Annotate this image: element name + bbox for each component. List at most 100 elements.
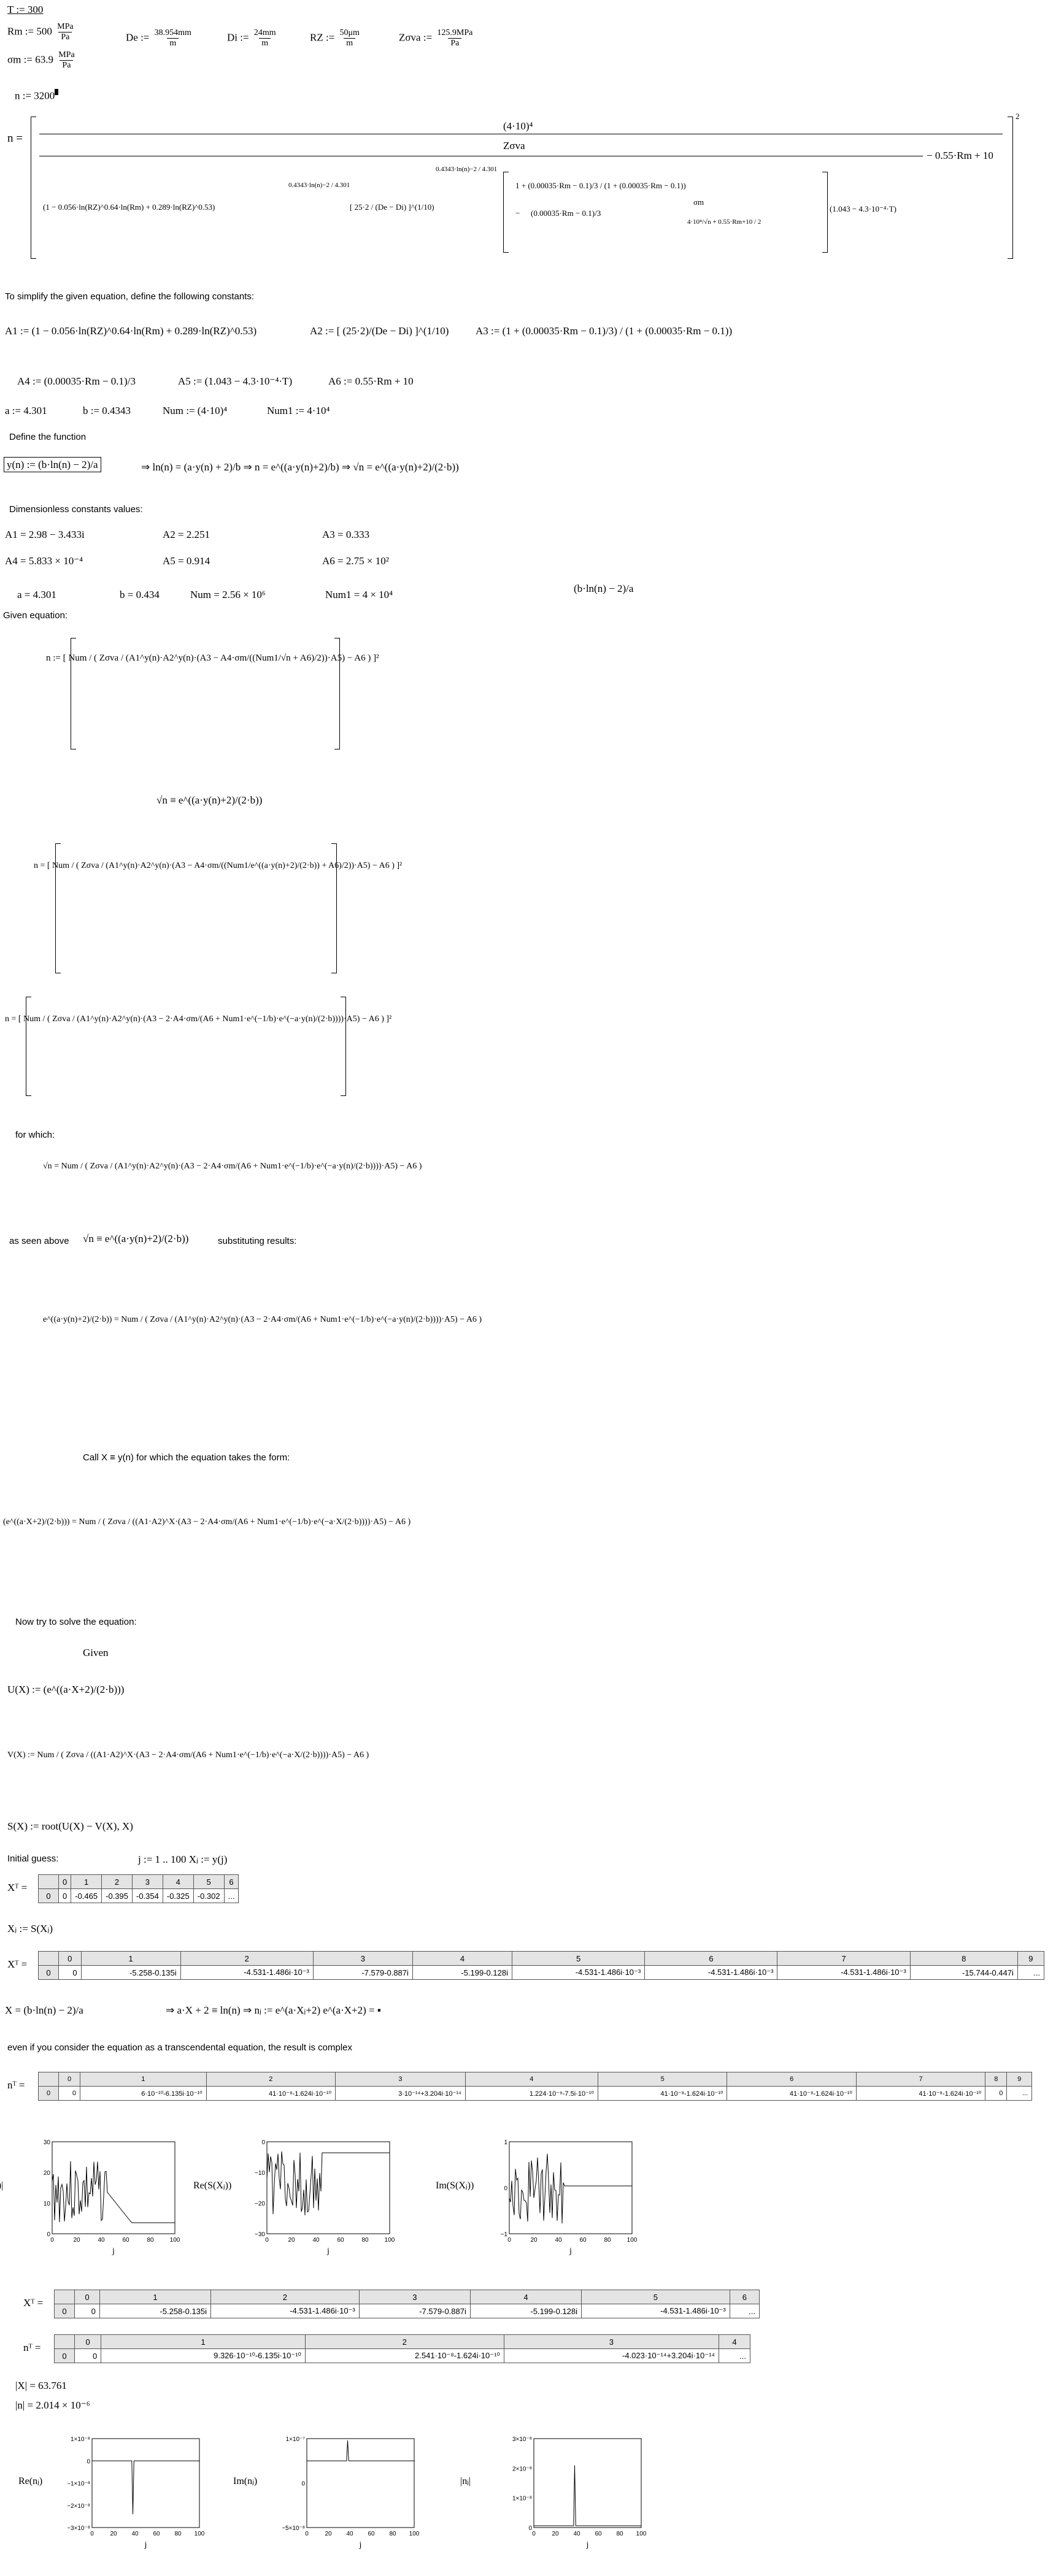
plot-trace xyxy=(266,2151,390,2215)
jrange: j := 1 .. 100 Xⱼ := y(j) xyxy=(138,1853,228,1865)
def-Num: Num := (4·10)⁴ xyxy=(163,405,228,416)
eq1-left-factor: (1 − 0.056·ln(RZ)^0.64·ln(Rm) + 0.289·ln… xyxy=(43,202,215,212)
table-header-cell: 0 xyxy=(58,2072,80,2087)
val-A2: A2 = 2.251 xyxy=(163,529,210,540)
def-U: U(X) := (e^((a·X+2)/(2·b))) xyxy=(7,1684,125,1695)
x-tick-label: 0 xyxy=(507,2237,511,2244)
x-tick-label: 0 xyxy=(305,2531,309,2537)
def-A5: A5 := (1.043 − 4.3·10⁻⁴·T) xyxy=(178,375,293,387)
plot-trace xyxy=(509,2153,632,2224)
table-cell: -4.531-1.486i·10⁻³ xyxy=(180,1965,314,1980)
def-n: n := 3200 xyxy=(15,89,59,102)
table-header-cell: 6 xyxy=(223,1874,239,1889)
def-Num1: Num1 := 4·10⁴ xyxy=(267,405,330,416)
y-tick-label: −30 xyxy=(255,2231,265,2238)
table-header-cell: 6 xyxy=(727,2072,857,2087)
table-cell: -4.023·10⁻¹⁴+3.204i·10⁻¹⁴ xyxy=(503,2348,720,2363)
plot-ylabel: |nⱼ| xyxy=(460,2475,471,2486)
x-axis-label: j xyxy=(112,2247,115,2256)
x-tick-label: 40 xyxy=(573,2531,580,2537)
y-tick-label: 0 xyxy=(87,2458,90,2465)
val-a: a = 4.301 xyxy=(17,589,56,600)
plot-trace xyxy=(307,2440,414,2461)
eq1-sub: − 0.55·Rm + 10 xyxy=(927,150,993,161)
table-cell: 1.224·10⁻⁹-7.5i·10⁻¹⁰ xyxy=(465,2086,598,2101)
table-header-cell: 0 xyxy=(58,1951,82,1966)
val-A3: A3 = 0.333 xyxy=(322,529,370,540)
eq1-minus: − xyxy=(515,209,520,218)
row-index-cell: 0 xyxy=(54,2348,75,2363)
x-tick-label: 80 xyxy=(174,2531,182,2537)
eq1-sig-den: 4·10⁴/√n + 0.55·Rm+10 / 2 xyxy=(687,218,761,226)
x-tick-label: 80 xyxy=(616,2531,623,2537)
nowtry-text: Now try to solve the equation: xyxy=(15,1617,137,1627)
table-cell: 6·10⁻¹⁰-6.135i·10⁻¹⁰ xyxy=(80,2086,207,2101)
asseen-text: as seen above xyxy=(9,1236,69,1246)
table-cell: -4.531-1.486i·10⁻³ xyxy=(581,2304,730,2318)
row-index-cell: 0 xyxy=(54,2304,75,2318)
table-cell: -5.258-0.135i xyxy=(99,2304,212,2318)
table-header-cell: 2 xyxy=(180,1951,314,1966)
x-tick-label: 100 xyxy=(636,2531,647,2537)
table-header-cell: 1 xyxy=(80,2072,207,2087)
table-header-cell: 5 xyxy=(581,2290,730,2304)
y-tick-label: 0 xyxy=(528,2525,532,2532)
table-header-cell: 0 xyxy=(74,2290,100,2304)
eq1-zova: Zσva xyxy=(503,140,525,151)
plot-ylabel: Re(nⱼ) xyxy=(18,2475,43,2486)
y-tick-label: −5×10⁻⁸ xyxy=(282,2525,305,2532)
plot-frame xyxy=(266,2141,390,2234)
y-tick-label: 20 xyxy=(44,2170,51,2177)
table-header-cell: 4 xyxy=(465,2072,598,2087)
table-header-cell: 2 xyxy=(304,2334,504,2349)
x-tick-label: 60 xyxy=(579,2237,587,2244)
x-tick-label: 40 xyxy=(555,2237,562,2244)
y-tick-label: 0 xyxy=(47,2231,50,2238)
def-a: a := 4.301 xyxy=(5,405,47,416)
table-cell: 0 xyxy=(74,2348,102,2363)
val-A1: A1 = 2.98 − 3.433i xyxy=(5,529,85,540)
table-header-cell: 7 xyxy=(855,2072,986,2087)
eq1-left-exp: 0.4343·ln(n)−2 / 4.301 xyxy=(288,182,350,189)
def-A3: A3 := (1 + (0.00035·Rm − 0.1)/3) / (1 + … xyxy=(476,325,733,337)
def-V: V(X) := Num / ( Zσva / ((A1·A2)^X·(A3 − … xyxy=(7,1750,369,1760)
table-header-cell: 9 xyxy=(1017,1951,1045,1966)
eqB: n = [ Num / ( Zσva / (A1^y(n)·A2^y(n)·(A… xyxy=(34,861,403,870)
table-header-cell: 2 xyxy=(210,2290,360,2304)
table-header-cell xyxy=(54,2290,75,2304)
x-tick-label: 100 xyxy=(385,2237,395,2244)
table-cell: -5.199-0.128i xyxy=(412,1965,512,1980)
Xj-assign: Xⱼ := S(Xⱼ) xyxy=(7,1923,53,1934)
y-tick-label: 2×10⁻⁸ xyxy=(512,2466,532,2472)
call-text: Call X ≡ y(n) for which the equation tak… xyxy=(83,1452,290,1463)
x-tick-label: 20 xyxy=(552,2531,559,2537)
table-cell: -0.354 xyxy=(131,1888,163,1903)
x-axis-label: j xyxy=(359,2540,362,2550)
eqE: e^((a·y(n)+2)/(2·b)) = Num / ( Zσva / (A… xyxy=(43,1315,482,1324)
table2-label: Xᵀ = xyxy=(7,1958,28,1970)
x-tick-label: 100 xyxy=(170,2237,180,2244)
table-header-cell: 4 xyxy=(412,1951,512,1966)
def-A1: A1 := (1 − 0.056·ln(RZ)^0.64·ln(Rm) + 0.… xyxy=(5,325,257,337)
table-cell: 0 xyxy=(58,2086,80,2101)
table-header-cell: 3 xyxy=(335,2072,466,2087)
y-tick-label: −2×10⁻⁸ xyxy=(67,2503,90,2510)
plot-trace xyxy=(92,2460,199,2515)
table1-label: Xᵀ = xyxy=(7,1882,28,1893)
table-header-cell: 4 xyxy=(719,2334,750,2349)
table-cell: -5.258-0.135i xyxy=(80,1965,181,1980)
table-header-cell: 0 xyxy=(58,1874,72,1889)
table-cell: ... xyxy=(719,2348,750,2363)
x-tick-label: 60 xyxy=(337,2237,344,2244)
row-index-cell: 0 xyxy=(38,2086,59,2101)
absX: |X| = 63.761 xyxy=(15,2380,67,2391)
